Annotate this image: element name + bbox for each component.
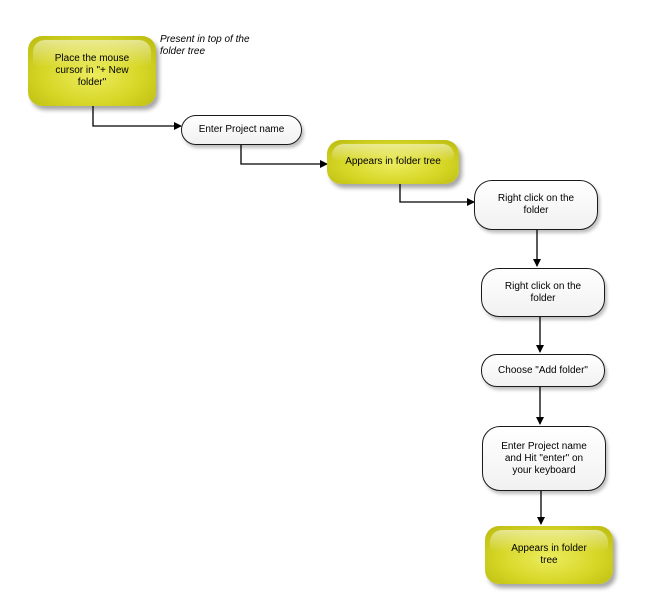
node-appears-in-folder-tree-1-label: Appears in folder tree bbox=[345, 156, 441, 167]
node-appears-in-folder-tree-1: Appears in folder tree bbox=[327, 140, 459, 184]
annotation-note: Present in top of the folder tree bbox=[160, 34, 250, 57]
node-right-click-2-label: Right click on the folder bbox=[504, 280, 582, 304]
node-enter-project-name-2: Enter Project name and Hit "enter" on yo… bbox=[482, 426, 606, 491]
node-choose-add-folder: Choose "Add folder" bbox=[481, 354, 605, 387]
node-appears-in-folder-tree-2: Appears in folder tree bbox=[485, 526, 613, 584]
node-appears-in-folder-tree-2-label: Appears in folder tree bbox=[511, 543, 587, 566]
node-place-cursor: Place the mouse cursor in "+ New folder" bbox=[28, 36, 156, 106]
node-right-click-1: Right click on the folder bbox=[474, 180, 598, 230]
node-choose-add-folder-label: Choose "Add folder" bbox=[498, 364, 588, 376]
connector-place-cursor-to-enter-name bbox=[92, 106, 182, 130]
connector-enter-name-to-appears bbox=[240, 145, 328, 168]
node-right-click-2: Right click on the folder bbox=[481, 268, 605, 317]
node-enter-project-name-1: Enter Project name bbox=[181, 115, 302, 145]
node-enter-project-name-2-label: Enter Project name and Hit "enter" on yo… bbox=[501, 440, 587, 476]
node-enter-project-name-1-label: Enter Project name bbox=[198, 124, 285, 135]
node-right-click-1-label: Right click on the folder bbox=[497, 193, 575, 216]
connector-appears-to-right-click bbox=[399, 184, 475, 206]
node-place-cursor-label: Place the mouse cursor in "+ New folder" bbox=[54, 53, 130, 88]
